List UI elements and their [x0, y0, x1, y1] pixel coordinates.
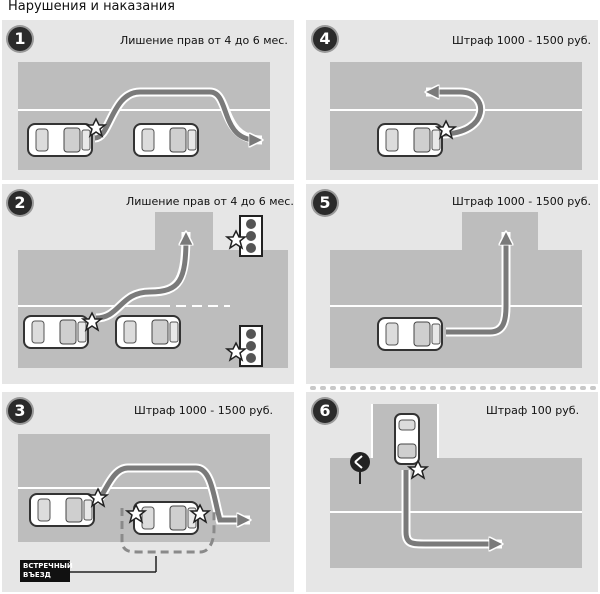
panel-1-caption: Лишение прав от 4 до 6 мес.	[120, 34, 288, 47]
panel-5-number-badge: 5	[313, 191, 337, 215]
panel-4-number-badge: 4	[313, 27, 337, 51]
panel-1-number-badge: 1	[8, 27, 32, 51]
page-title: Нарушения и наказания	[8, 0, 175, 14]
panel-2-caption: Лишение прав от 4 до 6 мес.	[126, 195, 294, 208]
panel-6-number-badge: 6	[313, 399, 337, 423]
panel-3-number-badge: 3	[8, 399, 32, 423]
panel-5-caption: Штраф 1000 - 1500 руб.	[452, 195, 592, 208]
panel-2-number-badge: 2	[8, 191, 32, 215]
panel-4-caption: Штраф 1000 - 1500 руб.	[452, 34, 592, 47]
panel-3-caption: Штраф 1000 - 1500 руб.	[134, 404, 274, 417]
oncoming-entry-label: ВСТРЕЧНЫЙ ВЪЕЗД	[20, 560, 73, 582]
panel-6-caption: Штраф 100 руб.	[486, 404, 580, 417]
